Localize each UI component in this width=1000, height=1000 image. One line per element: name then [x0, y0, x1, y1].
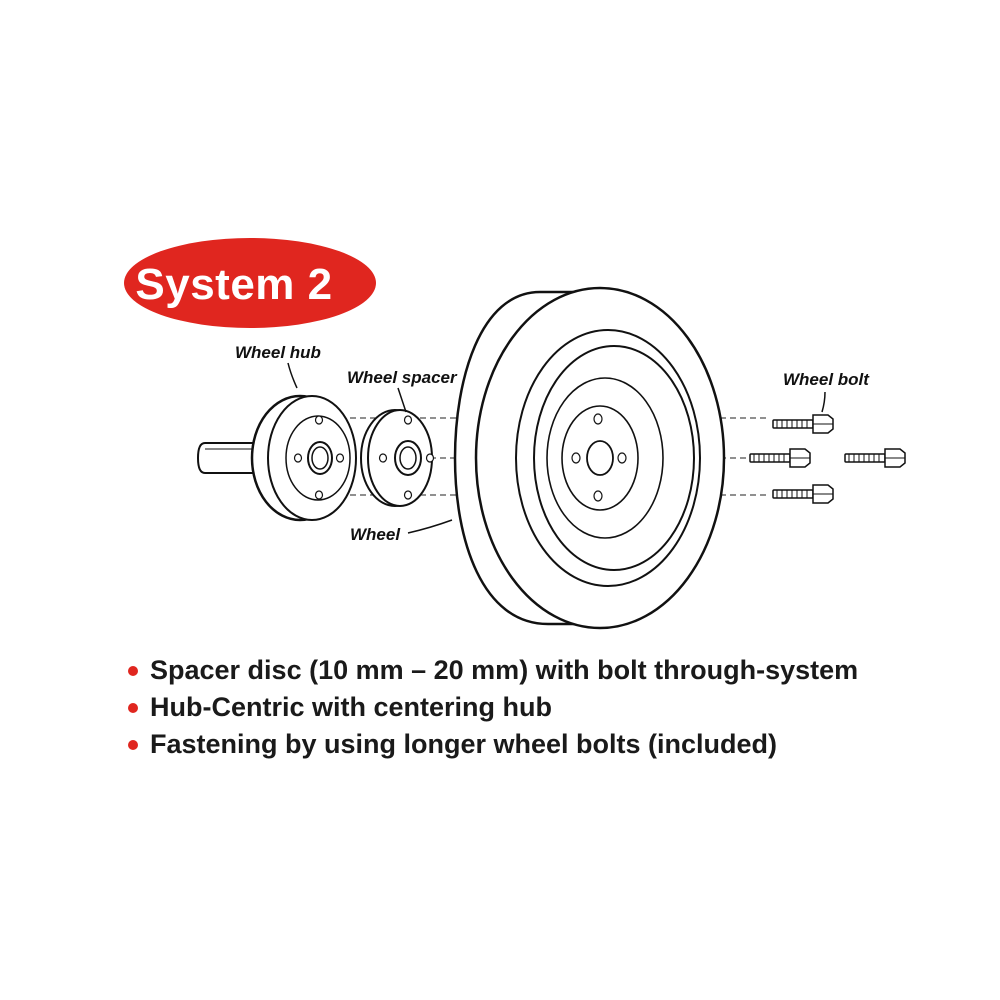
- spacer-bolt-hole: [378, 453, 388, 463]
- wheel-hub-leader: [287, 362, 298, 389]
- axle-shaft: [196, 442, 255, 474]
- leader-lines: [287, 362, 826, 534]
- wheel-hub-label: Wheel hub: [235, 343, 321, 362]
- badge-label: System 2: [135, 260, 332, 309]
- wheel-bolt: [749, 448, 811, 468]
- feature-text: Hub-Centric with centering hub: [150, 692, 552, 722]
- rim-bolt-hole: [593, 490, 603, 502]
- badge-shape: [124, 238, 376, 328]
- bullet-icon: [128, 703, 138, 713]
- rim-center-bore: [586, 440, 614, 476]
- system-badge: System 2: [124, 238, 376, 328]
- hub-bolt-hole: [314, 415, 324, 425]
- wheel-hub: [250, 394, 357, 522]
- feature-text: Fastening by using longer wheel bolts (i…: [150, 729, 778, 759]
- feature-item: Hub-Centric with centering hub: [128, 689, 948, 726]
- wheel-label: Wheel: [350, 525, 401, 544]
- spacer-bolt-hole: [403, 415, 413, 425]
- rim-bolt-hole: [617, 452, 627, 464]
- wheel-bolt: [844, 448, 906, 468]
- spacer-bolt-hole: [425, 453, 435, 463]
- wheel-bolt-leader: [821, 391, 826, 413]
- rim-bolt-hole: [571, 452, 581, 464]
- hub-bolt-hole: [293, 453, 303, 463]
- feature-item: Spacer disc (10 mm – 20 mm) with bolt th…: [128, 652, 948, 689]
- bullet-icon: [128, 666, 138, 676]
- wheel-bolt-label: Wheel bolt: [783, 370, 870, 389]
- wheel-leader: [407, 519, 453, 534]
- feature-text: Spacer disc (10 mm – 20 mm) with bolt th…: [150, 655, 859, 685]
- wheel-bolts: [749, 414, 906, 504]
- wheel-spacer-leader: [397, 387, 407, 413]
- wheel: [453, 286, 726, 630]
- wheel-bolt: [772, 414, 834, 434]
- hub-bolt-hole: [335, 453, 345, 463]
- feature-item: Fastening by using longer wheel bolts (i…: [128, 726, 948, 763]
- wheel-bolt: [772, 484, 834, 504]
- feature-list: Spacer disc (10 mm – 20 mm) with bolt th…: [128, 652, 948, 763]
- rim-bolt-hole: [593, 413, 603, 425]
- bullet-icon: [128, 740, 138, 750]
- wheel-spacer: [360, 409, 435, 507]
- hub-bolt-hole: [314, 490, 324, 500]
- spacer-bolt-hole: [403, 490, 413, 500]
- wheel-spacer-label: Wheel spacer: [347, 368, 458, 387]
